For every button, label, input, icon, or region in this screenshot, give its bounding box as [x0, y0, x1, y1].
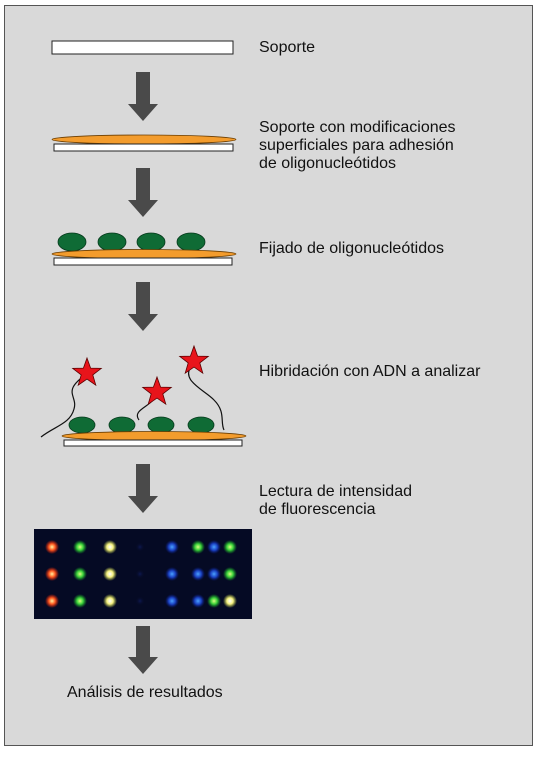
microarray-spot	[135, 569, 145, 579]
step-label-lectura-line1: Lectura de intensidad	[259, 483, 412, 500]
microarray-spot	[45, 594, 59, 608]
microarray-spot	[223, 540, 237, 554]
step-label-modificaciones-line2: superficiales para adhesión	[259, 137, 454, 154]
microarray-spot	[207, 540, 221, 554]
microarray-spot	[191, 540, 205, 554]
support-slide	[53, 143, 234, 152]
microarray-spot	[191, 594, 205, 608]
arrow-down-icon	[128, 282, 158, 331]
support-slide	[53, 257, 233, 266]
microarray-spot	[191, 567, 205, 581]
arrow-down-icon	[128, 626, 158, 674]
modification-layer	[51, 134, 237, 145]
microarray-spot	[165, 567, 179, 581]
modification-layer	[61, 431, 247, 441]
microarray-spot	[207, 594, 221, 608]
oligonucleotides	[68, 416, 215, 434]
support-slide	[63, 439, 243, 447]
arrow-down-icon	[128, 464, 158, 513]
microarray-spot	[165, 540, 179, 554]
microarray-spot	[103, 594, 117, 608]
step-label-fijado: Fijado de oligonucleótidos	[259, 240, 445, 257]
step-label-soporte: Soporte	[259, 39, 316, 56]
support-slide	[51, 40, 234, 55]
microarray-spots	[45, 540, 237, 608]
microarray-spot	[207, 567, 221, 581]
microarray-spot	[45, 567, 59, 581]
microarray-spot	[135, 596, 145, 606]
microarray-spot	[223, 594, 237, 608]
modification-layer	[51, 249, 237, 259]
step-label-modificaciones-line1: Soporte con modificaciones	[259, 119, 456, 136]
step-label-analisis: Análisis de resultados	[67, 684, 223, 701]
microarray-spot	[73, 540, 87, 554]
step-label-modificaciones-line3: de oligonucleótidos	[259, 155, 396, 172]
arrow-down-icon	[128, 168, 158, 217]
step-label-hibridacion: Hibridación con ADN a analizar	[259, 363, 481, 380]
microarray-spot	[73, 594, 87, 608]
step-label-lectura-line2: de fluorescencia	[259, 501, 376, 518]
microarray-spot	[103, 567, 117, 581]
target-dna-star-icons	[71, 344, 210, 406]
microarray-spot	[135, 542, 145, 552]
oligonucleotides	[57, 232, 206, 252]
microarray-spot	[223, 567, 237, 581]
arrow-down-icon	[128, 72, 158, 121]
microarray-spot	[45, 540, 59, 554]
microarray-spot	[165, 594, 179, 608]
microarray-spot	[103, 540, 117, 554]
microarray-spot	[73, 567, 87, 581]
